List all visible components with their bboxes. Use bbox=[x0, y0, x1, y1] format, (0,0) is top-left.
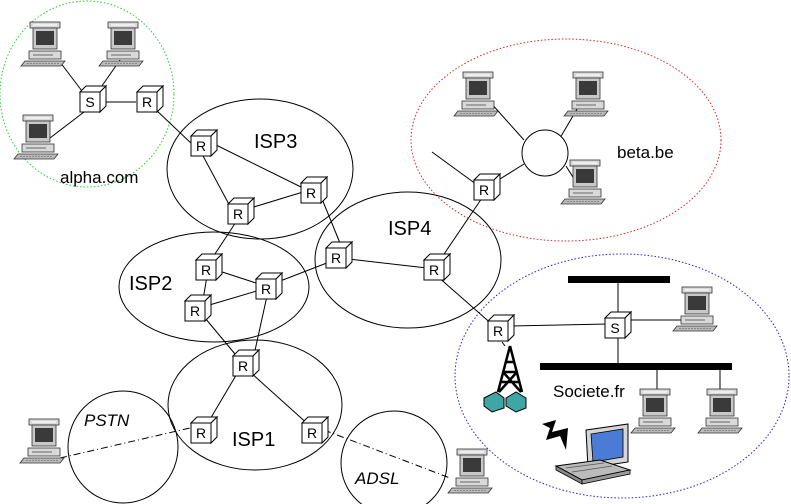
societe-domain-boundary bbox=[454, 253, 790, 499]
router-alpha-border: R bbox=[136, 85, 164, 113]
isp2-label: ISP2 bbox=[129, 273, 172, 295]
svg-text:R: R bbox=[261, 281, 271, 297]
isp3-cloud bbox=[166, 98, 354, 240]
pstn-label: PSTN bbox=[84, 411, 130, 430]
adsl-label: ADSL bbox=[354, 469, 399, 488]
societe-domain-label: Societe.fr bbox=[553, 382, 625, 401]
svg-text:R: R bbox=[233, 206, 243, 222]
svg-text:S: S bbox=[610, 320, 619, 336]
router-isp2-c: R bbox=[184, 294, 212, 322]
svg-text:R: R bbox=[196, 138, 206, 154]
laptop-icon bbox=[554, 423, 632, 485]
svg-text:S: S bbox=[85, 94, 94, 110]
isp4-label: ISP4 bbox=[388, 218, 431, 240]
svg-text:R: R bbox=[190, 303, 200, 319]
computer-icon bbox=[697, 388, 743, 434]
beta-hub bbox=[521, 129, 569, 177]
router-isp1-b: R bbox=[190, 416, 218, 444]
computer-icon bbox=[560, 159, 606, 205]
switch-societe: S bbox=[604, 311, 632, 339]
computer-icon bbox=[98, 21, 144, 67]
router-isp4-a: R bbox=[325, 241, 353, 269]
router-isp3-a: R bbox=[190, 129, 218, 157]
svg-text:R: R bbox=[479, 182, 489, 198]
societe-bus-upper bbox=[568, 276, 670, 283]
router-isp1-a: R bbox=[232, 349, 260, 377]
computer-icon bbox=[19, 418, 65, 464]
alpha-domain-boundary bbox=[0, 0, 175, 188]
svg-text:R: R bbox=[196, 425, 206, 441]
societe-bus-lower bbox=[540, 363, 732, 370]
wireless-signal-icon bbox=[542, 420, 568, 450]
isp2-cloud bbox=[118, 231, 310, 343]
computer-icon bbox=[630, 388, 676, 434]
svg-text:R: R bbox=[429, 262, 439, 278]
beta-domain-boundary bbox=[410, 38, 722, 242]
svg-text:R: R bbox=[201, 262, 211, 278]
isp4-cloud bbox=[314, 191, 502, 329]
isp1-label: ISP1 bbox=[232, 429, 275, 451]
svg-text:R: R bbox=[493, 323, 503, 339]
router-isp1-c: R bbox=[301, 416, 329, 444]
computer-icon bbox=[20, 21, 66, 67]
router-beta-border: R bbox=[473, 173, 501, 201]
svg-text:R: R bbox=[238, 358, 248, 374]
isp3-label: ISP3 bbox=[254, 131, 297, 153]
alpha-domain-label: alpha.com bbox=[60, 168, 138, 187]
router-isp3-b: R bbox=[300, 176, 328, 204]
computer-icon bbox=[453, 71, 499, 117]
computer-icon bbox=[672, 286, 718, 332]
dialup-links bbox=[59, 427, 451, 479]
adsl-cloud bbox=[340, 410, 448, 504]
computer-icon bbox=[447, 448, 493, 494]
router-isp2-a: R bbox=[195, 253, 223, 281]
isp1-cloud bbox=[167, 339, 343, 471]
pstn-cloud bbox=[67, 390, 179, 504]
router-societe-border: R bbox=[487, 314, 515, 342]
router-isp2-b: R bbox=[255, 272, 283, 300]
network-links bbox=[49, 59, 721, 427]
svg-text:R: R bbox=[306, 185, 316, 201]
switch-alpha: S bbox=[79, 85, 107, 113]
router-isp4-b: R bbox=[423, 253, 451, 281]
svg-text:R: R bbox=[142, 94, 152, 110]
svg-text:R: R bbox=[307, 425, 317, 441]
beta-domain-label: beta.be bbox=[617, 143, 674, 162]
computer-icon bbox=[563, 71, 609, 117]
router-isp3-c: R bbox=[227, 197, 255, 225]
antenna-tower-icon bbox=[483, 345, 527, 413]
svg-text:R: R bbox=[331, 250, 341, 266]
